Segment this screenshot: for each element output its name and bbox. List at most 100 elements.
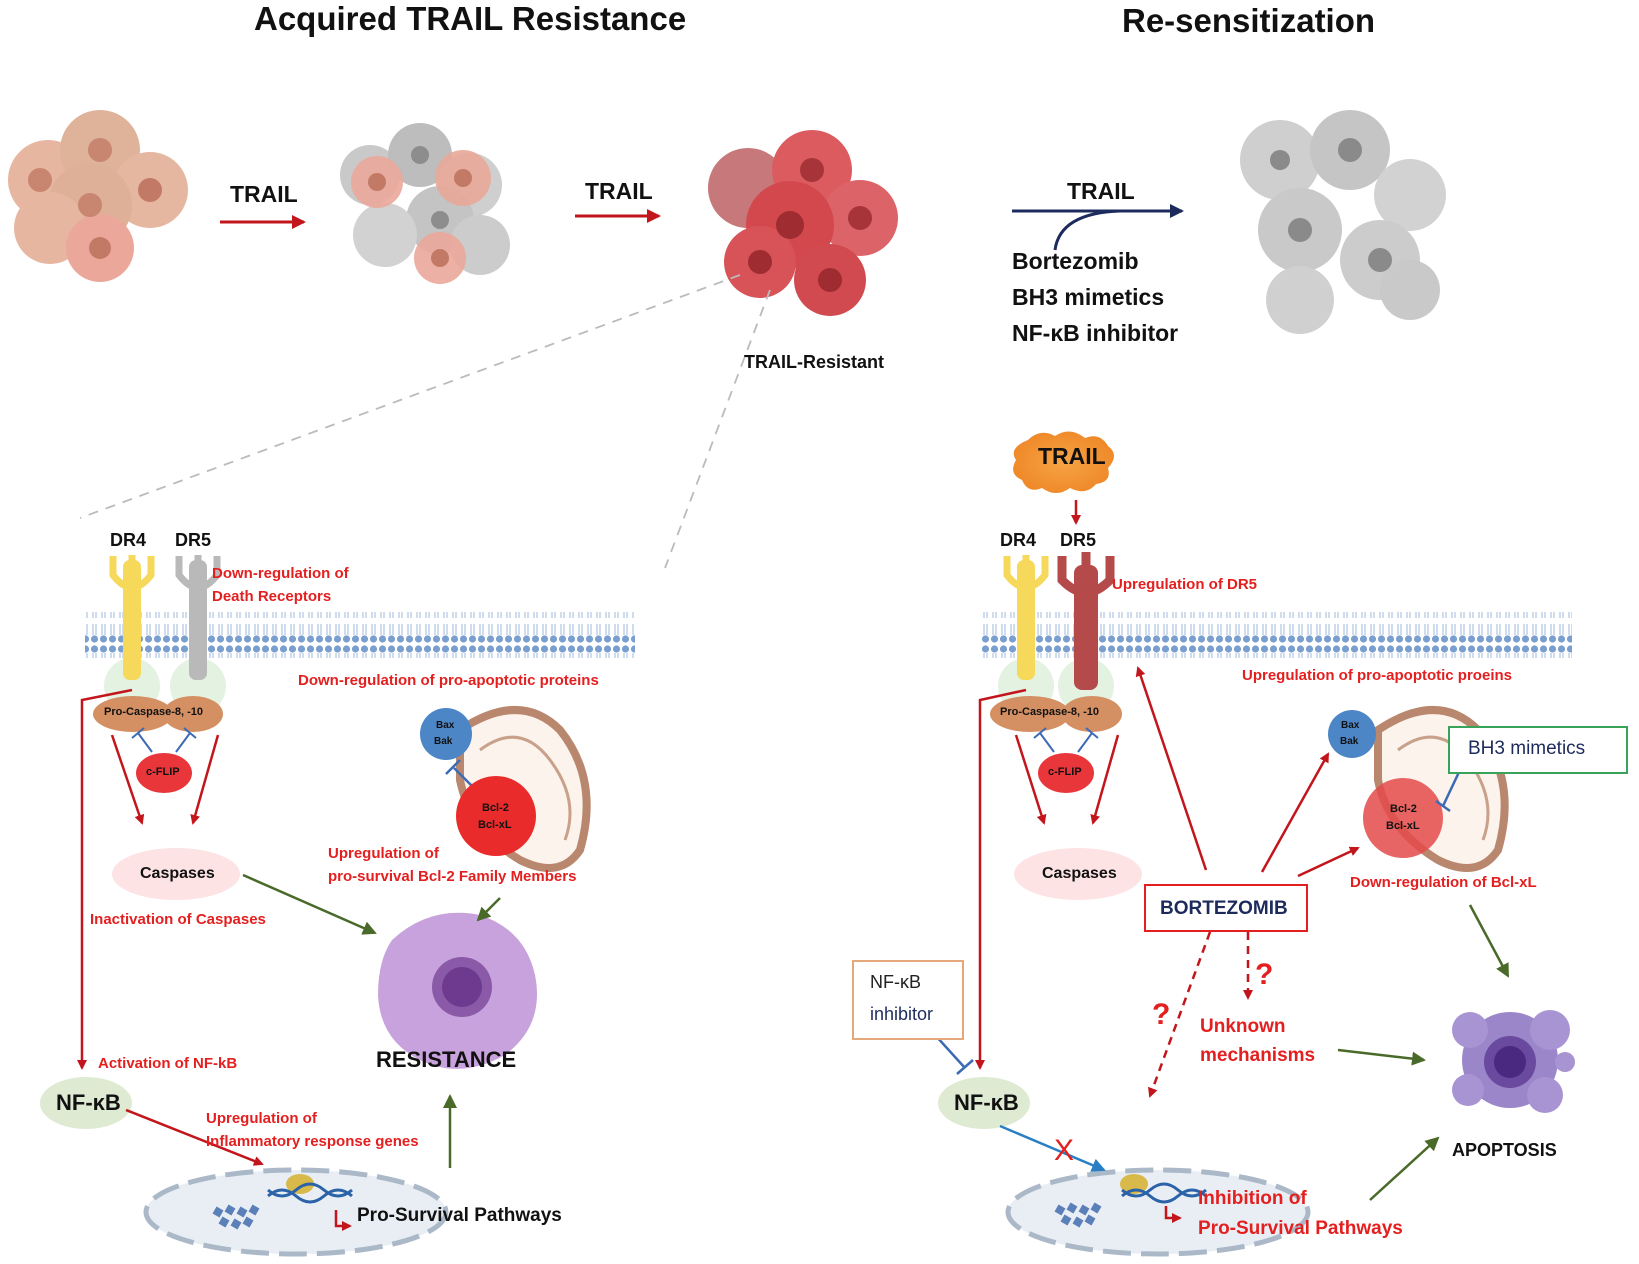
drug-nfkb-inhibitor: NF-κB inhibitor <box>1012 320 1179 346</box>
arrow-bort-bcl2 <box>1297 846 1360 878</box>
bax-bak-right <box>1328 710 1376 758</box>
unknown-line1: Unknown <box>1200 1016 1286 1037</box>
bcl2-right <box>1363 778 1443 858</box>
nfkb-label-left: NF-κB <box>56 1090 121 1115</box>
apoptosis-label: APOPTOSIS <box>1452 1140 1557 1160</box>
bak-label-right: Bak <box>1340 736 1359 747</box>
membrane-left <box>85 612 635 658</box>
pro-caspase-right <box>990 696 1122 732</box>
bcl2-label-left: Bcl-2 <box>482 802 509 814</box>
upreg-inflam-line2: Inflammatory response genes <box>206 1133 419 1150</box>
caspases-label-right: Caspases <box>1042 865 1117 882</box>
nfkb-inhibitor-box-line2: inhibitor <box>870 1004 934 1024</box>
apoptotic-cell <box>1452 1010 1575 1113</box>
cflip-label-right: c-FLIP <box>1048 766 1082 778</box>
arrow-procasp-caspases-l1 <box>110 734 145 825</box>
trail-ligand <box>1013 431 1114 493</box>
dr5-label-right: DR5 <box>1060 530 1097 550</box>
arrow-bclxl-apoptosis <box>1468 904 1510 978</box>
arrow-bort-bax <box>1260 752 1330 873</box>
activation-nfkb: Activation of NF-kB <box>98 1055 238 1072</box>
nfkb-label-right: NF-κB <box>954 1090 1019 1115</box>
upreg-inflam-line1: Upregulation of <box>206 1110 317 1127</box>
pro-caspase-left <box>93 696 223 732</box>
bax-bak-left <box>420 708 472 760</box>
arrow-bort-dr5 <box>1135 666 1208 871</box>
inhibition-line2: Pro-Survival Pathways <box>1198 1218 1403 1239</box>
nfkb-left-bg <box>40 1077 132 1129</box>
membrane-right <box>982 612 1572 658</box>
nfkb-right-bg <box>938 1077 1030 1129</box>
cflip-left <box>131 727 197 793</box>
arrow-unknown-apoptosis <box>1337 1048 1426 1066</box>
downreg-pro-apoptotic: Down-regulation of pro-apoptotic protein… <box>298 672 599 689</box>
pro-survival-left: Pro-Survival Pathways <box>357 1205 562 1226</box>
bcl2-label-right: Bcl-2 <box>1390 803 1417 815</box>
trail-label-3: TRAIL <box>1067 178 1135 204</box>
inhibition-line1: Inhibition of <box>1198 1188 1307 1209</box>
inactivation-caspases: Inactivation of Caspases <box>90 911 266 928</box>
bh3-mimetics-box-label: BH3 mimetics <box>1468 738 1586 759</box>
bclxl-label-right: Bcl-xL <box>1386 820 1420 832</box>
caspases-right-bg <box>1014 848 1142 900</box>
arrow-inhibition-right <box>1164 1206 1182 1223</box>
nfkb-inhibitor-box: NF-κB inhibitor <box>852 960 964 1040</box>
trail-label-1: TRAIL <box>230 181 298 207</box>
dr4-label-left: DR4 <box>110 530 147 550</box>
left-title: Acquired TRAIL Resistance <box>254 0 687 37</box>
nucleus-left <box>143 1167 449 1257</box>
downreg-bclxl: Down-regulation of Bcl-xL <box>1350 874 1537 891</box>
arrow-dr4-nfkb-right <box>975 688 1027 1070</box>
arrow-prosurvival-left <box>334 1210 352 1231</box>
zoom-line-left <box>79 274 741 519</box>
inhibit-nfkb-inhibitor <box>935 1035 974 1075</box>
right-title: Re-sensitization <box>1122 2 1376 39</box>
dr4-label-right: DR4 <box>1000 530 1037 550</box>
trail-label-2: TRAIL <box>585 178 653 204</box>
cflip-label-left: c-FLIP <box>146 766 180 778</box>
arrow-procasp-caspases-l2 <box>190 734 220 825</box>
pro-caspase-label-left: Pro-Caspase-8, -10 <box>104 706 204 718</box>
arrow-caspases-resistance <box>242 873 377 935</box>
unknown-line2: mechanisms <box>1200 1045 1316 1066</box>
arrow-bcl2-resistance <box>476 897 501 922</box>
arrow-nfkb-dna-left <box>125 1108 264 1166</box>
upreg-bcl2-line1: Upregulation of <box>328 845 439 862</box>
nfkb-inhibitor-box-line1: NF-κB <box>870 972 921 992</box>
bh3-mimetics-box: BH3 mimetics <box>1448 726 1628 774</box>
resistance-label: RESISTANCE <box>376 1047 517 1072</box>
arrow-procasp-caspases-r1 <box>1014 734 1047 825</box>
nucleus-right <box>1005 1167 1311 1257</box>
zoom-line-right <box>664 289 771 569</box>
trail-resistant-label: TRAIL-Resistant <box>744 352 885 372</box>
downreg-dr-line1: Down-regulation of <box>212 565 349 582</box>
bortezomib-box: BORTEZOMIB <box>1144 884 1308 932</box>
pro-caspase-label-right: Pro-Caspase-8, -10 <box>1000 706 1100 718</box>
drug-merge-curve <box>1053 209 1121 251</box>
drug-bh3-mimetics: BH3 mimetics <box>1012 284 1165 310</box>
arrow-procasp-caspases-r2 <box>1090 734 1120 825</box>
bax-label-left: Bax <box>436 720 455 731</box>
trail-ligand-label: TRAIL <box>1038 443 1106 469</box>
question-mark-right: ? <box>1255 958 1274 991</box>
tumor-cluster-dead <box>1240 110 1446 334</box>
cflip-right <box>1033 727 1099 793</box>
arrow-bort-nucleus-dashed <box>1148 931 1212 1098</box>
bax-label-right: Bax <box>1341 720 1360 731</box>
bortezomib-box-label: BORTEZOMIB <box>1160 898 1288 919</box>
arrow-nfkb-dna-right <box>999 1124 1106 1172</box>
tumor-cluster-partial-death <box>340 123 510 284</box>
arrow-inhibition-apoptosis <box>1369 1136 1440 1201</box>
arrow-dr4-nfkb-left <box>77 688 133 1070</box>
tumor-cluster-sensitive <box>8 110 188 282</box>
caspases-label-left: Caspases <box>140 865 215 882</box>
dr5-label-left: DR5 <box>175 530 212 550</box>
upreg-bcl2-line2: pro-survival Bcl-2 Family Members <box>328 868 577 885</box>
x-mark: X <box>1054 1134 1075 1167</box>
resistance-cell <box>378 912 537 1069</box>
question-mark-left: ? <box>1152 998 1171 1031</box>
tumor-cluster-resistant <box>708 130 898 316</box>
bclxl-label-left: Bcl-xL <box>478 819 512 831</box>
drug-bortezomib: Bortezomib <box>1012 248 1139 274</box>
